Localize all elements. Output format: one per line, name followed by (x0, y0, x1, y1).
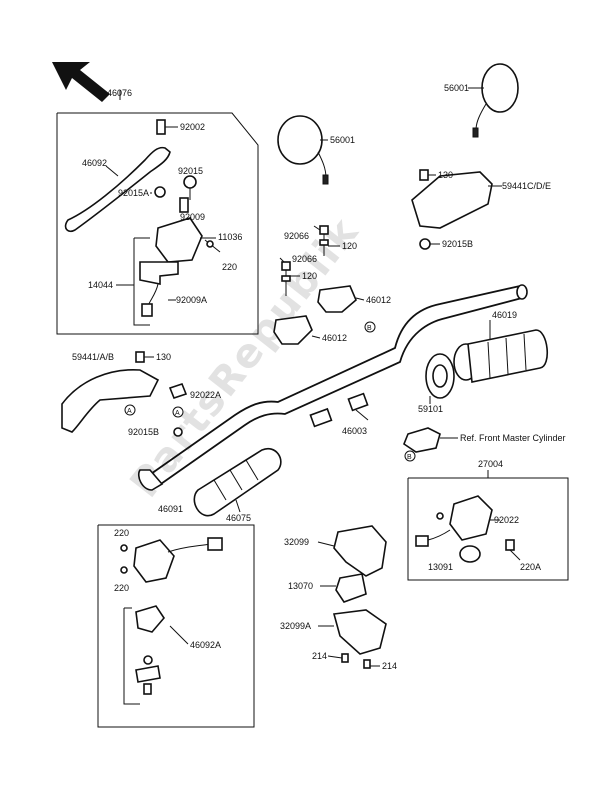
label-92015b-left: 92015B (128, 427, 159, 437)
label-59441cde: 59441C/D/E (502, 181, 551, 191)
right-switch-group (407, 470, 569, 581)
label-130-left: 130 (156, 352, 171, 362)
label-59101: 59101 (418, 404, 443, 414)
throttle-grip (425, 320, 548, 404)
nut-92015A (154, 186, 166, 198)
circle-markers (124, 321, 416, 462)
marker-b-2: B (407, 454, 412, 461)
label-59441ab: 59441/A/B (72, 352, 114, 362)
clamp-bolts (279, 225, 340, 296)
label-56001-right: 56001 (444, 83, 469, 93)
hand-guard-right (411, 169, 502, 250)
label-56001-left: 56001 (330, 135, 355, 145)
label-220-b: 220 (114, 583, 129, 593)
label-220-top: 220 (222, 262, 237, 272)
label-46091: 46091 (158, 504, 183, 514)
switch-housing-lower (317, 525, 387, 669)
label-14044: 14044 (88, 280, 113, 290)
label-220a: 220A (520, 562, 541, 572)
label-120-a: 120 (342, 241, 357, 251)
hand-guard-left (61, 351, 188, 437)
marker-a-1: A (127, 408, 132, 415)
clutch-switch-bracket (139, 261, 179, 285)
label-92066-a: 92066 (284, 231, 309, 241)
label-92002: 92002 (180, 122, 205, 132)
label-92022: 92022 (494, 515, 519, 525)
label-13070: 13070 (288, 581, 313, 591)
label-46092: 46092 (82, 158, 107, 168)
nut-92015 (183, 175, 197, 189)
label-92015b-top: 92015B (442, 239, 473, 249)
label-27004: 27004 (478, 459, 503, 469)
label-92009: 92009 (180, 212, 205, 222)
label-120-b: 120 (302, 271, 317, 281)
clutch-lever (64, 146, 171, 233)
front-arrow-icon (52, 62, 110, 102)
label-13091: 13091 (428, 562, 453, 572)
label-ref-front-master-cylinder: Ref. Front Master Cylinder (460, 433, 566, 443)
label-214-b: 214 (382, 661, 397, 671)
label-92015: 92015 (178, 166, 203, 176)
label-11036: 11036 (218, 232, 242, 242)
clutch-lever-group (56, 90, 259, 335)
label-220-a: 220 (114, 528, 129, 538)
mirror-left (277, 115, 329, 185)
mirror-right (468, 63, 519, 138)
label-130-top: 130 (438, 170, 453, 180)
label-46076: 46076 (107, 88, 132, 98)
label-32099: 32099 (284, 537, 309, 547)
label-46012-b: 46012 (322, 333, 347, 343)
label-46075: 46075 (226, 513, 251, 523)
label-32099a: 32099A (280, 621, 311, 631)
label-92009A: 92009A (176, 295, 207, 305)
left-switch-group (97, 524, 255, 728)
handlebar-clamps (273, 285, 365, 345)
label-46019: 46019 (492, 310, 517, 320)
label-92022a: 92022A (190, 390, 221, 400)
label-92066-b: 92066 (292, 254, 317, 264)
screw-92009 (179, 197, 189, 213)
label-46092a: 46092A (190, 640, 221, 650)
label-46003: 46003 (342, 426, 367, 436)
marker-b-1: B (367, 325, 372, 332)
label-46012-a: 46012 (366, 295, 391, 305)
lever-holder (155, 217, 203, 263)
master-cylinder-bracket (403, 427, 458, 453)
label-92015A: 92015A (118, 188, 149, 198)
left-grip (193, 447, 282, 517)
handlebar (137, 284, 528, 491)
bolt-92002 (156, 119, 166, 135)
marker-a-2: A (175, 410, 180, 417)
label-214-a: 214 (312, 651, 327, 661)
screw-220-top (206, 240, 214, 248)
switch-connector (141, 303, 153, 317)
